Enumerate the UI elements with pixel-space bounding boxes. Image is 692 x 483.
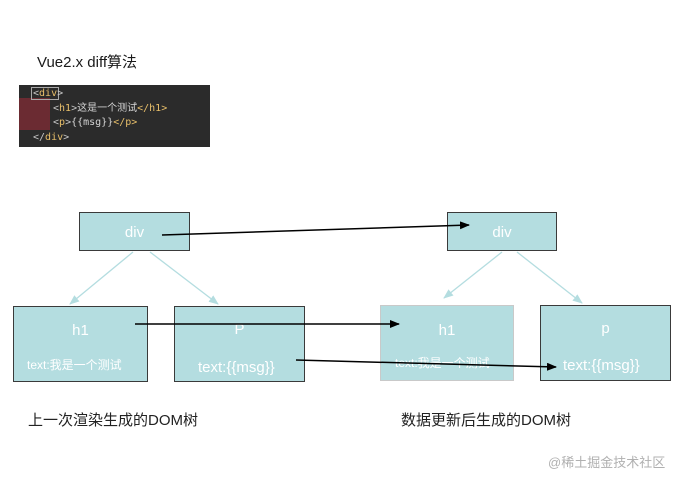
new-div-label: div <box>492 224 512 241</box>
new-edge-div-p <box>516 251 583 304</box>
code-open-bracket: </ <box>33 131 46 143</box>
code-close-bracket: > <box>65 117 72 128</box>
watermark: @稀土掘金技术社区 <box>548 455 666 470</box>
code-line-h1: <h1>这是一个测试</h1> <box>19 102 210 117</box>
new-edge-div-h1 <box>443 251 503 299</box>
code-end-tag: </p> <box>113 117 138 128</box>
old-h1-text: text:我是一个测试 <box>27 358 122 372</box>
new-p-text: text:{{msg}} <box>563 357 640 374</box>
old-edge-div-h1 <box>69 251 134 305</box>
old-h1-node: h1 text:我是一个测试 <box>13 306 148 382</box>
old-p-node: P text:{{msg}} <box>174 306 305 382</box>
code-snippet: <div> <h1>这是一个测试</h1> <p>{{msg}}</p> </d… <box>19 85 210 147</box>
code-line-div-close: </div> <box>19 131 210 146</box>
old-h1-label: h1 <box>72 322 89 339</box>
new-h1-label: h1 <box>438 322 456 339</box>
code-cursor-box <box>31 87 59 100</box>
old-p-text: text:{{msg}} <box>198 359 275 376</box>
old-p-label: P <box>234 321 245 338</box>
code-tag: div <box>45 131 64 143</box>
code-line-p: <p>{{msg}}</p> <box>19 116 210 131</box>
code-close-bracket: > <box>63 131 70 143</box>
new-h1-text: text:我是一个测试 <box>395 356 490 370</box>
code-open-bracket: < <box>53 117 60 128</box>
old-div-label: div <box>124 224 145 241</box>
code-tag: h1 <box>59 102 72 114</box>
code-highlight-gutter <box>19 98 50 130</box>
new-p-node: p text:{{msg}} <box>540 305 671 381</box>
diagram-title: Vue2.x diff算法 <box>37 54 138 71</box>
code-text: 这是一个测试 <box>77 102 138 114</box>
code-open-bracket: < <box>53 102 60 114</box>
compare-arrow-p <box>295 359 557 371</box>
code-end-tag: </h1> <box>137 102 168 114</box>
code-line-div-open: <div> <box>19 87 210 102</box>
code-open-bracket: < <box>33 88 40 99</box>
old-tree-caption: 上一次渲染生成的DOM树 <box>28 412 198 429</box>
compare-arrow-div <box>161 221 470 236</box>
old-edge-div-p <box>149 251 219 305</box>
code-text: {{msg}} <box>71 117 114 128</box>
code-tag: div <box>39 88 58 99</box>
code-tag: p <box>59 117 66 128</box>
old-div-node: div <box>79 212 190 251</box>
new-h1-node: h1 text:我是一个测试 <box>380 305 514 381</box>
new-div-node: div <box>447 212 557 251</box>
new-p-label: p <box>601 320 610 337</box>
code-close-bracket: > <box>57 88 64 99</box>
new-tree-caption: 数据更新后生成的DOM树 <box>401 412 571 429</box>
code-close-bracket: > <box>71 102 78 114</box>
